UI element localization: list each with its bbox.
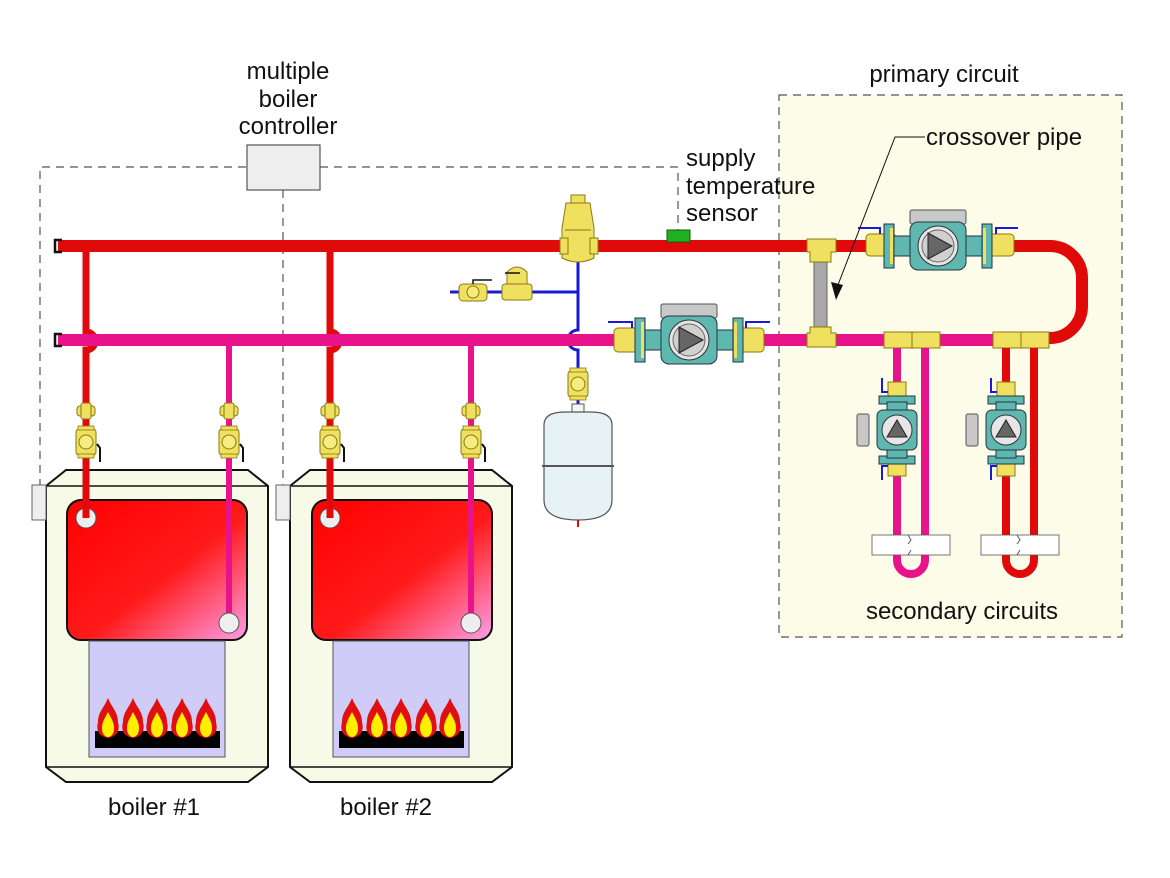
- boiler-valves: [75, 402, 486, 462]
- controller-label-line-3: controller: [239, 113, 338, 140]
- controller-label-line-2: boiler: [259, 86, 318, 113]
- multiple-boiler-controller-box: [246, 144, 321, 191]
- return-header-end-cap: [53, 332, 62, 348]
- sensor-label-line-2: temperature: [686, 173, 815, 200]
- crossover-pipe-label: crossover pipe: [926, 124, 1082, 151]
- secondary-tees: [883, 331, 1050, 349]
- sensor-label-line-3: sensor: [686, 200, 758, 227]
- supply-temperature-sensor-icon: [666, 229, 691, 243]
- boiler-1-heat-exchanger: [66, 499, 248, 641]
- makeup-water-valves: [458, 266, 533, 302]
- controller-label-line-1: multiple: [247, 58, 330, 85]
- boiler-2-label: boiler #2: [340, 794, 432, 821]
- secondary-circuit-2: [965, 348, 1060, 578]
- pressure-reducing-valve-icon: [501, 266, 533, 301]
- sensor-label-line-1: supply: [686, 145, 755, 172]
- boiler-1-return-port: [218, 612, 240, 634]
- ball-valve-icon: [567, 367, 589, 401]
- circulator-pump-icon: [634, 303, 744, 365]
- ball-valve-icon: [458, 279, 492, 302]
- boiler-1-label: boiler #1: [108, 794, 200, 821]
- return-header: [58, 334, 1020, 620]
- air-separator-icon: [559, 194, 599, 263]
- primary-circulator-pump: [858, 209, 1018, 271]
- ball-valve-icon: [75, 425, 97, 459]
- primary-circuit-zone: [778, 94, 1123, 638]
- ball-valve-icon: [218, 425, 240, 459]
- union-icon: [320, 402, 340, 420]
- union-icon: [461, 402, 481, 420]
- crossover-pipe: [806, 238, 837, 348]
- secondary-circuits-label: secondary circuits: [866, 598, 1058, 625]
- boiler-2-heat-exchanger: [311, 499, 493, 641]
- crossover-pipe-leader: [831, 136, 925, 300]
- boiler-loop-circulator-pump: [608, 303, 770, 365]
- union-icon: [219, 402, 239, 420]
- expansion-tank-icon: [542, 367, 614, 527]
- primary-circuit-label: primary circuit: [869, 61, 1019, 88]
- ball-valve-icon: [460, 425, 482, 459]
- union-icon: [76, 402, 96, 420]
- ball-valve-icon: [319, 425, 341, 459]
- supply-header-end-cap: [53, 238, 62, 254]
- secondary-circuit-1: [856, 348, 951, 578]
- boiler-2-return-port: [460, 612, 482, 634]
